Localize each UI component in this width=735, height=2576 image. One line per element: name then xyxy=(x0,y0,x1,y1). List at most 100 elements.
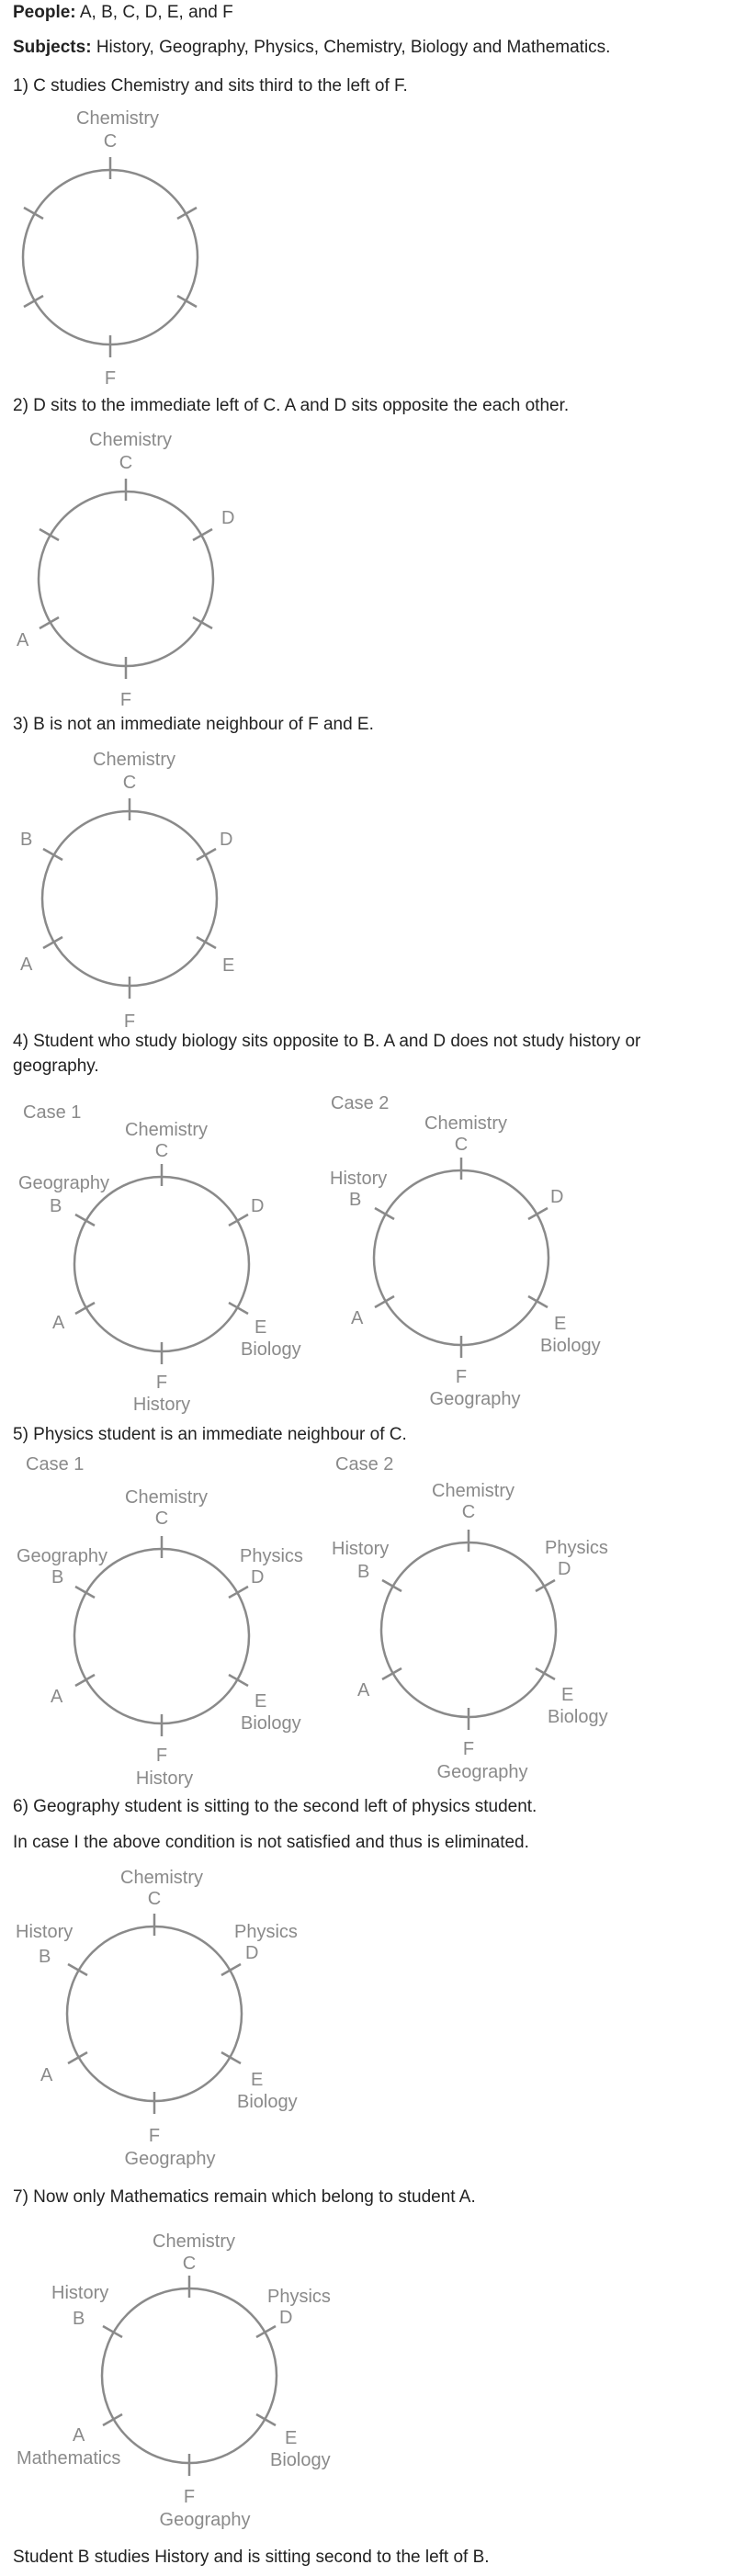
bottom-subject: Geography xyxy=(430,1389,521,1409)
seat-top-letter: C xyxy=(455,1135,468,1155)
seat-lower-left-letter: A xyxy=(40,2065,53,2085)
seat-upper-left-letter: B xyxy=(349,1190,361,1210)
seat-bottom-letter: F xyxy=(124,1011,135,1032)
seat-upper-left-letter: B xyxy=(20,830,32,850)
subjects-value: History, Geography, Physics, Chemistry, … xyxy=(96,38,611,57)
seat-tick-lower-left xyxy=(39,616,60,630)
bottom-subject: History xyxy=(133,1395,190,1415)
seat-tick-lower-right xyxy=(196,935,217,950)
diagram-3-group: Chemistry C D B E A F xyxy=(20,750,234,1032)
seat-bottom-letter: F xyxy=(156,1373,167,1393)
lower-left-subject: Mathematics xyxy=(17,2448,120,2469)
seat-upper-right-letter: D xyxy=(251,1567,264,1587)
seat-lower-right-letter: E xyxy=(222,955,234,976)
upper-right-subject: Physics xyxy=(234,1922,298,1942)
seat-top-letter: C xyxy=(148,1889,161,1909)
seat-upper-left-letter: B xyxy=(73,2309,85,2329)
people-label: People: xyxy=(13,3,76,22)
seat-tick-upper-right xyxy=(192,527,213,542)
seat-tick-upper-left xyxy=(39,527,60,542)
seat-tick-lower-left xyxy=(74,1673,96,1688)
upper-right-subject: Physics xyxy=(240,1546,303,1566)
seat-lower-left-letter: A xyxy=(357,1680,370,1700)
seat-bottom-letter: F xyxy=(156,1746,167,1766)
seat-tick-upper-right xyxy=(176,206,198,220)
people-value: A, B, C, D, E, and F xyxy=(79,3,233,22)
seat-tick-lower-left xyxy=(374,1294,395,1309)
step-4-case-1-label: Case 1 xyxy=(23,1102,82,1123)
seat-upper-left-letter: B xyxy=(51,1567,63,1587)
seat-upper-right-letter: D xyxy=(220,830,232,850)
diagram-1-group: Chemistry C F xyxy=(21,108,199,389)
step-1-text: 1) C studies Chemistry and sits third to… xyxy=(13,76,408,96)
step-7-text: 7) Now only Mathematics remain which bel… xyxy=(13,2187,476,2207)
seat-lower-right-letter: E xyxy=(254,1317,266,1338)
lower-right-subject: Biology xyxy=(241,1713,301,1734)
seat-bottom-letter: F xyxy=(184,2487,195,2507)
table-circle xyxy=(21,168,199,346)
seat-upper-left-letter: B xyxy=(357,1562,369,1582)
seat-upper-left-letter: B xyxy=(39,1947,51,1967)
lower-right-subject: Biology xyxy=(548,1707,608,1727)
seating-diagram-1: Chemistry C F xyxy=(21,108,199,389)
seat-tick-upper-left xyxy=(74,1213,96,1227)
seat-tick-lower-right xyxy=(228,1301,249,1316)
seat-top-letter: C xyxy=(462,1502,475,1522)
seat-lower-right-letter: E xyxy=(561,1685,573,1705)
seat-upper-right-letter: D xyxy=(251,1196,264,1216)
seat-bottom-letter: F xyxy=(120,690,131,710)
seat-bottom-letter: F xyxy=(105,368,116,389)
seat-tick-upper-right xyxy=(535,1578,556,1593)
step-4-case-2-label: Case 2 xyxy=(331,1093,390,1113)
diagram-4a-group: Chemistry C D Geography B E Biology A F … xyxy=(18,1120,301,1415)
seat-lower-left-letter: A xyxy=(20,955,33,975)
top-subject: Chemistry xyxy=(93,750,175,770)
upper-left-subject: Geography xyxy=(17,1546,107,1566)
table-circle xyxy=(37,490,215,668)
seat-upper-right-letter: D xyxy=(279,2308,292,2328)
seat-top-letter: C xyxy=(155,1141,168,1161)
seat-tick-upper-left xyxy=(102,2324,123,2339)
lower-right-subject: Biology xyxy=(241,1339,301,1360)
upper-left-subject: Geography xyxy=(18,1173,109,1193)
table-circle xyxy=(73,1547,251,1725)
seat-upper-left-letter: B xyxy=(50,1196,62,1216)
seat-tick-upper-left xyxy=(67,1962,88,1977)
seat-tick-lower-left xyxy=(42,935,63,950)
seat-bottom-letter: F xyxy=(463,1739,474,1759)
seat-upper-right-letter: D xyxy=(245,1943,258,1963)
seat-tick-lower-left xyxy=(74,1301,96,1316)
diagram-4b-group: Chemistry C D History B E Biology A F Ge… xyxy=(330,1113,601,1409)
step-5-text: 5) Physics student is an immediate neigh… xyxy=(13,1425,407,1444)
top-subject: Chemistry xyxy=(432,1481,514,1501)
seat-tick-lower-right xyxy=(535,1666,556,1681)
seat-tick-lower-left xyxy=(23,294,44,309)
step-6-note: In case I the above condition is not sat… xyxy=(13,1833,529,1852)
upper-left-subject: History xyxy=(330,1169,387,1189)
seat-tick-upper-right xyxy=(220,1962,242,1977)
seat-lower-right-letter: E xyxy=(285,2428,297,2448)
step-6-text: 6) Geography student is sitting to the s… xyxy=(13,1797,537,1816)
seating-diagram-6: Chemistry C Physics D History B E Biolog… xyxy=(16,1868,298,2169)
seat-tick-lower-right xyxy=(220,2051,242,2065)
bottom-subject: Geography xyxy=(437,1762,528,1782)
seat-tick-lower-right xyxy=(192,616,213,630)
upper-right-subject: Physics xyxy=(267,2287,331,2307)
seat-upper-right-letter: D xyxy=(221,508,234,528)
top-subject: Chemistry xyxy=(120,1868,203,1888)
seat-top-letter: C xyxy=(119,453,132,473)
subjects-line: Subjects: History, Geography, Physics, C… xyxy=(13,35,610,60)
diagram-5b-group: Chemistry C Physics D History B E Biolog… xyxy=(332,1481,608,1782)
upper-left-subject: History xyxy=(51,2283,108,2303)
seat-bottom-letter: F xyxy=(456,1367,467,1387)
seat-lower-right-letter: E xyxy=(254,1691,266,1712)
seat-upper-right-letter: D xyxy=(550,1187,563,1207)
seat-tick-upper-right xyxy=(527,1206,548,1221)
diagram-7-group: Chemistry C Physics D History B E Biolog… xyxy=(17,2231,331,2530)
seat-tick-lower-right xyxy=(176,294,198,309)
step-2-text: 2) D sits to the immediate left of C. A … xyxy=(13,396,570,415)
seat-tick-upper-left xyxy=(42,847,63,862)
table-circle xyxy=(372,1169,550,1347)
seat-top-letter: C xyxy=(123,773,136,793)
table-circle xyxy=(379,1541,558,1719)
